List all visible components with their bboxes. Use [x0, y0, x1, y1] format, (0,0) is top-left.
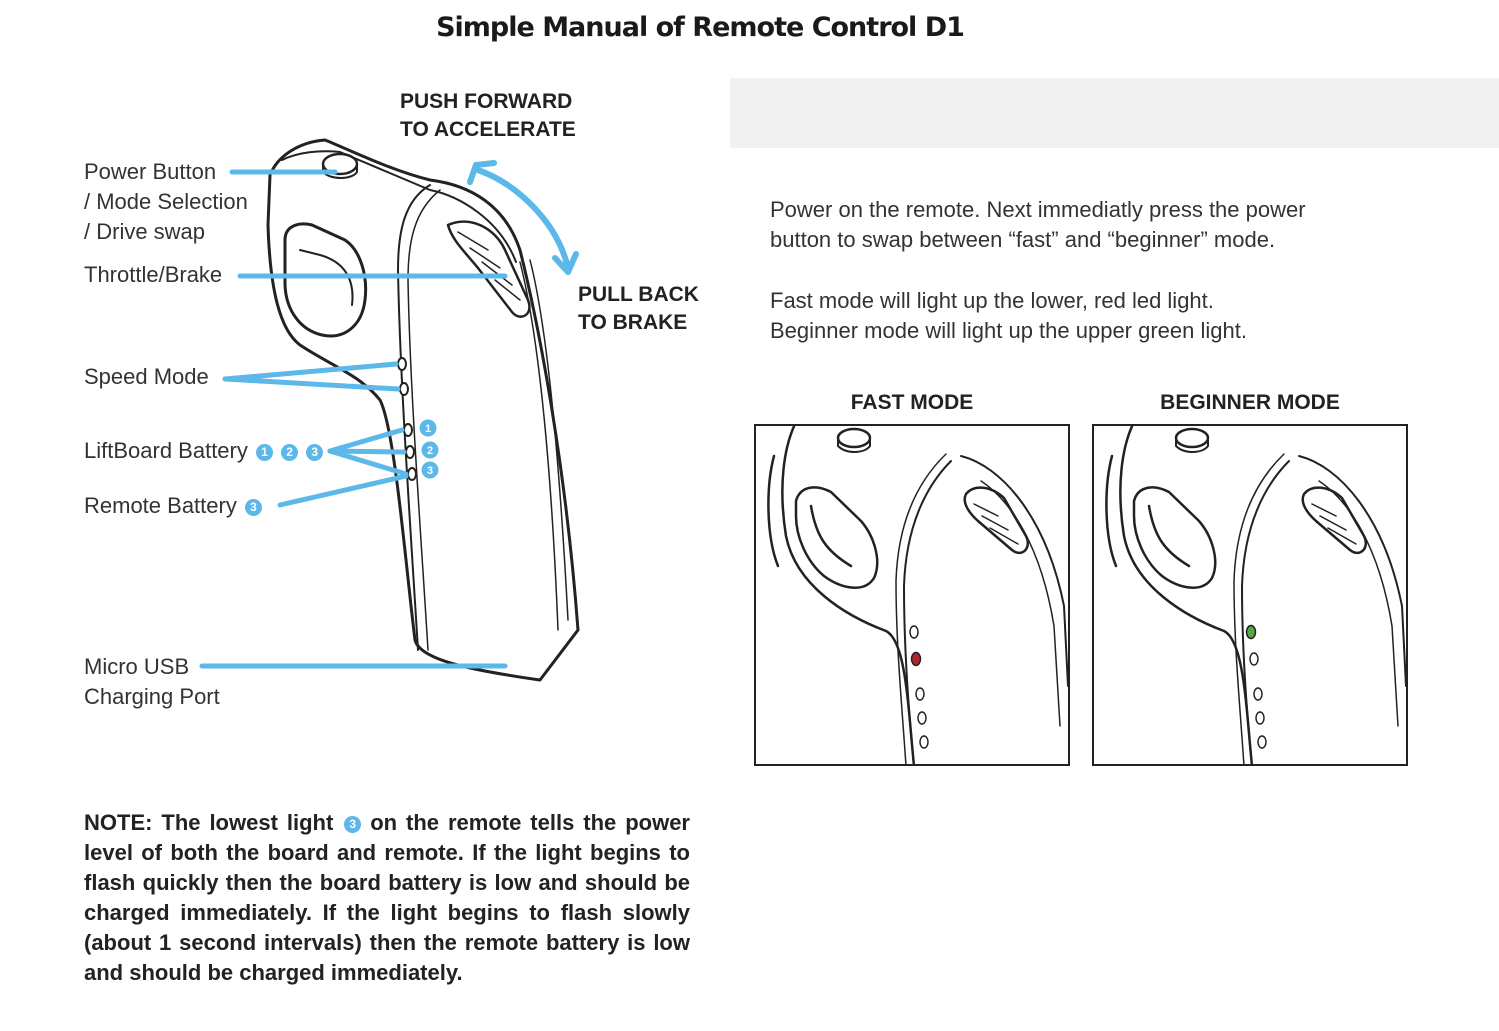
remote-battery-label: Remote Battery: [84, 493, 237, 518]
micro-usb-label: Micro USB: [84, 654, 190, 679]
header-band: [730, 78, 1499, 148]
charging-port-label: Charging Port: [84, 684, 220, 709]
liftboard-num-1: 1: [256, 444, 273, 461]
led-number-badges: 1 2 3: [419, 419, 439, 479]
usb-port-callout: Micro USB Charging Port: [84, 652, 220, 712]
note-body: on the remote tells the power level of b…: [84, 810, 690, 985]
mode-selection-label: / Mode Selection: [84, 189, 248, 214]
power-on-instructions: Power on the remote. Next immediatly pre…: [770, 195, 1306, 255]
remote-battery-num: 3: [244, 499, 262, 516]
battery-note: NOTE: The lowest light 3 on the remote t…: [84, 808, 690, 988]
beginner-mode-remote-illustration: [1105, 426, 1406, 764]
led-badge-1: 1: [419, 419, 437, 437]
mode-light-instructions: Fast mode will light up the lower, red l…: [770, 286, 1247, 346]
liftboard-num-3: 3: [306, 444, 324, 461]
fast-mode-title: FAST MODE: [850, 391, 974, 414]
remote-battery-callout: Remote Battery 3: [84, 491, 262, 521]
svg-text:2: 2: [427, 445, 433, 457]
red-led: [910, 651, 922, 667]
fast-mode-panel: [754, 424, 1070, 766]
push-forward-line1: PUSH FORWARD: [400, 90, 573, 113]
instruction-line-1: Power on the remote. Next immediatly pre…: [770, 197, 1306, 222]
svg-text:3: 3: [427, 465, 433, 477]
led-badge-3: 3: [421, 461, 439, 479]
fast-mode-remote-illustration: [767, 426, 1068, 764]
power-button-callout: Power Button / Mode Selection / Drive sw…: [84, 157, 248, 247]
power-button-label: Power Button: [84, 159, 217, 184]
note-num-3: 3: [344, 816, 362, 833]
beginner-mode-title: BEGINNER MODE: [1160, 391, 1340, 414]
svg-text:1: 1: [425, 423, 431, 435]
liftboard-battery-label: LiftBoard Battery: [84, 438, 248, 463]
remote-diagram: 1 2 3: [199, 138, 580, 682]
page-title: Simple Manual of Remote Control D1: [436, 12, 965, 43]
liftboard-battery-callout: LiftBoard Battery 1 2 3: [84, 436, 324, 466]
green-led: [1245, 624, 1257, 640]
push-forward-line2: TO ACCELERATE: [400, 118, 576, 141]
pull-back-label: PULL BACK TO BRAKE: [578, 281, 699, 337]
instruction-line-3: Fast mode will light up the lower, red l…: [770, 288, 1214, 313]
liftboard-num-2: 2: [281, 444, 299, 461]
pull-back-line1: PULL BACK: [578, 283, 699, 306]
led-badge-2: 2: [421, 441, 439, 459]
pull-back-line2: TO BRAKE: [578, 311, 688, 334]
note-lead: NOTE: The lowest light: [84, 810, 334, 835]
beginner-mode-panel: [1092, 424, 1408, 766]
instruction-line-4: Beginner mode will light up the upper gr…: [770, 318, 1247, 343]
instruction-line-2: button to swap between “fast” and “begin…: [770, 227, 1276, 252]
speed-mode-label: Speed Mode: [84, 364, 209, 389]
drive-swap-label: / Drive swap: [84, 219, 206, 244]
throttle-brake-label: Throttle/Brake: [84, 262, 223, 287]
push-forward-label: PUSH FORWARD TO ACCELERATE: [400, 88, 576, 144]
